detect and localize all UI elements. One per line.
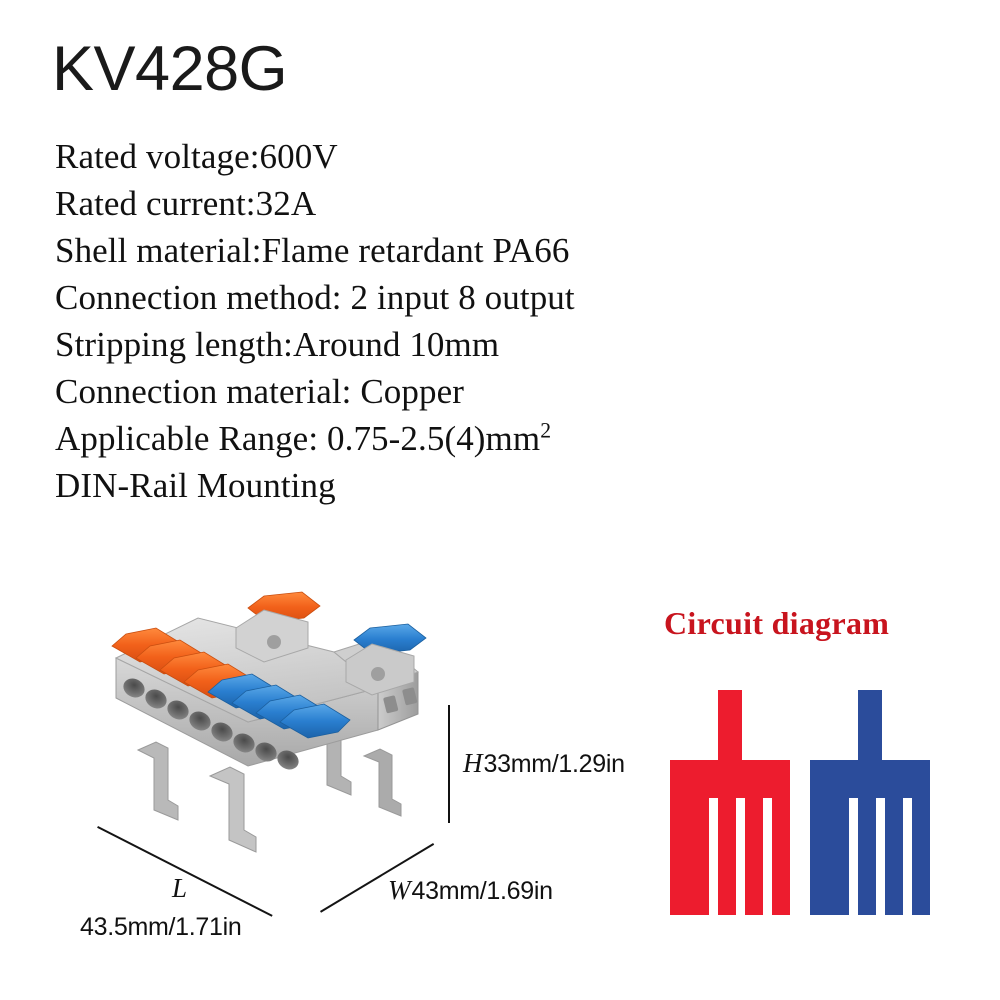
dimension-value-length-text: 43.5mm/1.71in: [80, 913, 242, 941]
dimension-letter-h: H: [463, 748, 483, 778]
wire-port-row: [123, 678, 299, 770]
dimension-letter-w: W: [388, 875, 411, 905]
circuit-diagram-title: Circuit diagram: [664, 605, 890, 641]
spec-shell-material: Shell material:Flame retardant PA66: [55, 231, 570, 270]
spec-din-rail-mounting: DIN-Rail Mounting: [55, 466, 336, 505]
spec-applicable-range: Applicable Range: 0.75-2.5(4)mm2: [55, 415, 885, 462]
input-housings: [235, 609, 415, 696]
lever-row-orange: [111, 627, 255, 699]
dimension-value-height: 33mm/1.29in: [483, 750, 626, 778]
lever-row-blue: [207, 673, 351, 739]
product-figure: [78, 580, 458, 920]
product-photo-terminal-block: [111, 591, 427, 853]
spec-connection-method: Connection method: 2 input 8 output: [55, 278, 575, 317]
circuit-diagram-section: Circuit diagram: [640, 595, 980, 925]
dimension-letter-l: L: [172, 873, 188, 903]
spec-applicable-range-text: Applicable Range: 0.75-2.5(4)mm: [55, 419, 541, 458]
spec-rated-current: Rated current:32A: [55, 184, 317, 223]
dimension-value-length: 43.5mm/1.71in: [80, 913, 242, 942]
specification-list: Rated voltage:600V Rated current:32A She…: [55, 133, 885, 509]
dimension-label-width: W43mm/1.69in: [388, 875, 553, 906]
dimension-label-height: H33mm/1.29in: [463, 748, 625, 779]
side-slots: [383, 687, 418, 714]
circuit-comb-blue: [810, 690, 930, 915]
spec-applicable-range-superscript: 2: [540, 418, 552, 443]
circuit-diagram-graphic: [670, 690, 930, 915]
circuit-comb-red: [670, 690, 790, 915]
spec-stripping-length: Stripping length:Around 10mm: [55, 325, 500, 364]
dimension-value-width: 43mm/1.69in: [411, 877, 554, 905]
page-title: KV428G: [52, 34, 288, 104]
dimension-line-height: [448, 705, 450, 823]
spec-connection-material: Connection material: Copper: [55, 372, 464, 411]
spec-rated-voltage: Rated voltage:600V: [55, 137, 338, 176]
